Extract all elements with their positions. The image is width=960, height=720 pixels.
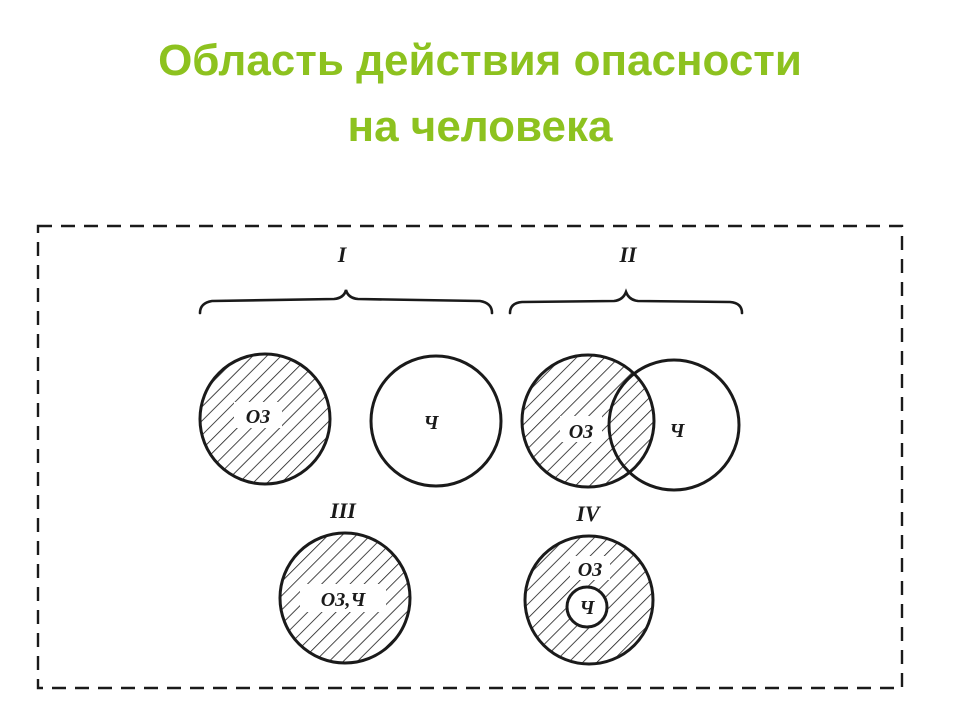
group-label-2: II (618, 242, 638, 267)
brace-group-1 (198, 289, 494, 315)
combined-label: ОЗ,Ч (321, 589, 367, 611)
case-3-coinciding: ОЗ,Ч (278, 531, 412, 665)
label-bg (234, 402, 282, 428)
person-circle (369, 354, 503, 488)
person-label: Ч (580, 597, 596, 619)
title-line-2: на человека (347, 102, 613, 151)
label-bg (570, 556, 610, 580)
group-label-3: III (329, 498, 357, 523)
danger-zone-label: ОЗ (578, 559, 603, 581)
title-line-1: Область действия опасности (158, 36, 802, 85)
person-label: Ч (670, 420, 686, 442)
case-4-nested: ОЗ Ч (523, 534, 655, 666)
label-bg (560, 416, 602, 442)
person-circle (565, 585, 609, 629)
label-bg (300, 584, 386, 612)
dashed-frame (36, 224, 904, 690)
group-label-1: I (337, 242, 348, 267)
group-label-4: IV (575, 501, 602, 526)
danger-zone-label: ОЗ (246, 406, 271, 428)
brace-group-2 (508, 288, 744, 315)
danger-zone-label: ОЗ (569, 421, 594, 443)
person-circle (607, 358, 741, 492)
case-1-separate: ОЗ Ч (198, 352, 503, 488)
case-2-partial-overlap: ОЗ Ч (520, 353, 741, 492)
person-label: Ч (424, 412, 440, 434)
